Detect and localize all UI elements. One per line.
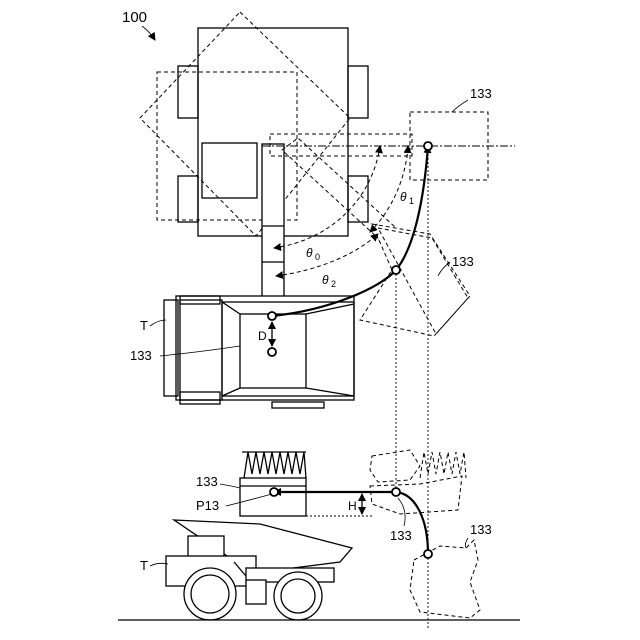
label-p13: P13 xyxy=(196,498,219,513)
leader-133-lower xyxy=(398,498,405,526)
label-133-lower: 133 xyxy=(390,528,412,543)
reference-arrow xyxy=(142,26,155,40)
svg-text:0: 0 xyxy=(315,252,320,262)
angle-label-theta0: θ 0 xyxy=(306,246,320,262)
angle-label-theta2: θ 2 xyxy=(322,273,336,289)
svg-text:θ: θ xyxy=(306,246,313,260)
node-target xyxy=(424,142,432,150)
node-side-mid xyxy=(392,488,400,496)
node-side-end xyxy=(424,550,432,558)
label-133-dashed-lower: 133 xyxy=(470,522,492,537)
angle-arc-theta2 xyxy=(276,234,378,276)
bucket-side-dashed xyxy=(370,450,480,618)
distance-label: D xyxy=(258,329,267,343)
leader-133-side xyxy=(220,484,240,488)
height-label: H xyxy=(348,499,357,513)
node-side-start xyxy=(270,488,278,496)
svg-text:θ: θ xyxy=(400,190,407,204)
svg-text:2: 2 xyxy=(331,279,336,289)
bucket-side-solid xyxy=(240,452,306,516)
angle-label-theta1: θ 1 xyxy=(400,190,414,206)
truck-top-view xyxy=(164,296,354,408)
label-133-rotated: 133 xyxy=(452,254,474,269)
node-intermediate xyxy=(392,266,400,274)
label-133-side: 133 xyxy=(196,474,218,489)
leader-truck-side xyxy=(150,563,168,566)
svg-text:1: 1 xyxy=(409,196,414,206)
truck-side-view xyxy=(166,520,352,620)
node-truck-centre xyxy=(268,348,276,356)
boom-top-view xyxy=(262,144,284,316)
label-truck-top: T xyxy=(140,318,148,333)
leader-133-top-right xyxy=(452,100,468,112)
label-truck-side: T xyxy=(140,558,148,573)
label-133-top-right: 133 xyxy=(470,86,492,101)
angle-arc-theta1 xyxy=(370,146,408,232)
label-133-mid: 133 xyxy=(130,348,152,363)
svg-text:θ: θ xyxy=(322,273,329,287)
figure-reference-number: 100 xyxy=(122,9,147,26)
controller-rotated xyxy=(360,224,470,336)
node-boom-tip xyxy=(268,312,276,320)
